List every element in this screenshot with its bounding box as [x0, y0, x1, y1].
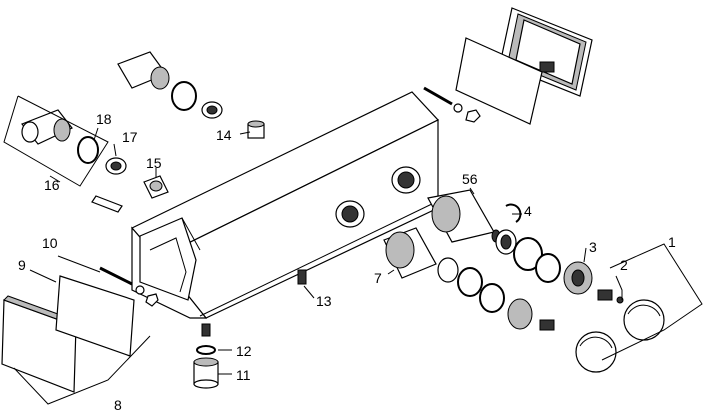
screw-left — [99, 266, 159, 307]
valve-14 — [247, 120, 265, 139]
callout-15: 15 — [146, 155, 162, 171]
callout-11: 11 — [236, 367, 251, 383]
callout-8: 8 — [114, 397, 122, 413]
ring-upper — [495, 229, 561, 283]
screw-2 — [597, 289, 624, 304]
oring-12 — [196, 345, 216, 355]
handle-1-upper — [623, 299, 665, 341]
cover-frame — [499, 7, 593, 97]
callout-10: 10 — [42, 235, 58, 251]
callout-9: 9 — [18, 257, 26, 273]
callout-3: 3 — [589, 239, 597, 255]
fitting-11 — [193, 357, 219, 389]
callout-14: 14 — [216, 127, 232, 143]
callout-16: 16 — [44, 177, 60, 193]
connector-16 — [21, 109, 73, 145]
callout-4: 4 — [524, 203, 532, 219]
cover-plate-top — [455, 37, 543, 125]
housing-box — [131, 91, 439, 319]
cover-plate-10 — [55, 275, 135, 357]
callout-56: 56 — [462, 171, 478, 187]
callout-13: 13 — [316, 293, 332, 309]
fitting-17 — [105, 157, 127, 175]
leader-lines — [3, 95, 703, 405]
callout-18: 18 — [96, 111, 112, 127]
fitting-15 — [143, 175, 169, 199]
screw-top — [423, 86, 481, 123]
nut-3 — [563, 261, 593, 295]
clip-4 — [505, 203, 522, 223]
callout-1: 1 — [668, 234, 676, 250]
pin-bottom — [201, 323, 211, 337]
callout-2: 2 — [620, 257, 628, 273]
wall-plug-upper — [91, 195, 123, 213]
callout-17: 17 — [122, 129, 138, 145]
plug-13 — [297, 269, 307, 285]
callout-12: 12 — [236, 343, 252, 359]
ring-lower — [437, 257, 555, 331]
handle-1-lower — [575, 331, 617, 373]
connector-upper — [117, 51, 223, 119]
cartridge-7 — [383, 227, 437, 279]
cartridge-56 — [427, 189, 501, 243]
oring-18 — [77, 136, 99, 164]
callout-7: 7 — [374, 270, 382, 286]
